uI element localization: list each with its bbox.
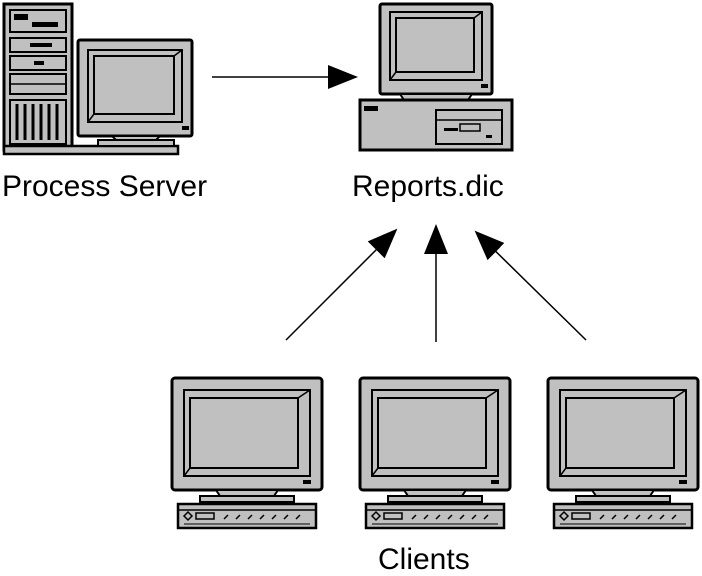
clients-label: Clients — [378, 543, 470, 576]
arrow-client-right-to-reports — [474, 230, 587, 341]
process-server-icon — [2, 2, 194, 156]
client-workstation-icon — [546, 376, 700, 530]
client-workstation-icon — [358, 376, 512, 530]
client-workstation-icon — [170, 376, 324, 530]
reports-desktop-icon — [358, 2, 514, 152]
arrow-client-left-to-reports — [285, 228, 398, 341]
process-server-label: Process Server — [2, 170, 208, 203]
reports-label: Reports.dic — [352, 170, 504, 203]
